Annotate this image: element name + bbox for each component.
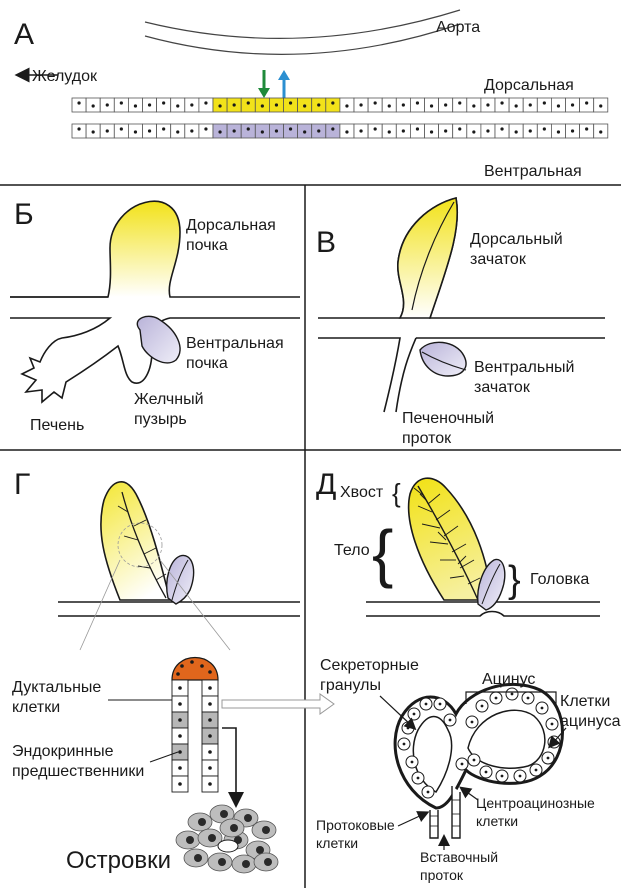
endoderm-cell bbox=[495, 98, 509, 112]
hepatic-duct-label-1: Печеночный bbox=[402, 410, 494, 427]
dorsal-anlage-shape bbox=[398, 198, 457, 318]
acinus-label: Ацинус bbox=[482, 671, 535, 688]
body-label: Тело bbox=[334, 542, 370, 559]
dorsal-bud-label-2: почка bbox=[186, 237, 228, 254]
aorta-label: Аорта bbox=[436, 19, 480, 36]
hepatic-duct-line-1 bbox=[318, 338, 400, 412]
endoderm-cell bbox=[453, 98, 467, 112]
ventral-pancreas-g bbox=[167, 555, 194, 604]
duct-left bbox=[430, 810, 438, 838]
body-brace: { bbox=[372, 517, 393, 589]
dorsal-label: Дорсальная bbox=[484, 77, 574, 94]
centroacinar-label-1: Центроацинозные bbox=[476, 795, 595, 811]
endoderm-cell bbox=[284, 98, 298, 112]
endoderm-cell bbox=[72, 98, 86, 112]
secretory-granules-label-2: гранулы bbox=[320, 677, 381, 694]
ventral-anlage-shape bbox=[420, 342, 466, 376]
head-label: Головка bbox=[530, 571, 589, 588]
ventral-anlage-label-1: Вентральный bbox=[474, 359, 574, 376]
endoderm-cell bbox=[580, 98, 594, 112]
aorta-wall-upper bbox=[145, 10, 460, 38]
intercalated-duct-label-1: Вставочный bbox=[420, 849, 498, 865]
endoderm-cell bbox=[537, 124, 551, 138]
acinar-cells-label-1: Клетки bbox=[560, 693, 610, 710]
panel-d-letter: Д bbox=[316, 468, 336, 501]
panel-a: А Аорта Желудок Дорсальная Вентральная bbox=[14, 10, 608, 180]
tail-brace: { bbox=[392, 478, 401, 508]
dorsal-endoderm-cell-row bbox=[72, 98, 608, 112]
panel-v: В Дорсальный зачаток Вентральный зачаток… bbox=[316, 198, 605, 447]
ventral-bud-label-1: Вентральная bbox=[186, 335, 284, 352]
blue-signal-arrow bbox=[278, 70, 290, 98]
aorta-wall-lower bbox=[145, 24, 460, 54]
green-signal-arrow bbox=[258, 70, 270, 98]
panel-b-letter: Б bbox=[14, 198, 34, 231]
endoderm-cell bbox=[114, 98, 128, 112]
gallbladder-label-1: Желчный bbox=[134, 391, 204, 408]
endoderm-cell bbox=[241, 98, 255, 112]
tail-label: Хвост bbox=[340, 484, 384, 501]
endoderm-cell bbox=[495, 124, 509, 138]
panel-b: Б Дорсальная почка Вентральная почка Жел… bbox=[10, 198, 300, 434]
dorsal-bud-shape bbox=[10, 201, 300, 297]
dorsal-anlage-label-2: зачаток bbox=[470, 251, 527, 268]
endoderm-cell bbox=[453, 124, 467, 138]
secretory-granules-label-1: Секреторные bbox=[320, 657, 419, 674]
endoderm-cell bbox=[199, 124, 213, 138]
ventral-anlage-label-2: зачаток bbox=[474, 379, 531, 396]
ductal-cells-label-1: Дуктальные bbox=[12, 679, 101, 696]
endoderm-cell bbox=[157, 124, 171, 138]
gallbladder-label-2: пузырь bbox=[134, 411, 187, 428]
hollow-arrow-to-acinus bbox=[222, 694, 334, 714]
endoderm-cell bbox=[284, 124, 298, 138]
endoderm-cell bbox=[410, 98, 424, 112]
dorsal-bud-label-1: Дорсальная bbox=[186, 217, 276, 234]
ventral-bud-label-2: почка bbox=[186, 355, 228, 372]
endoderm-cell bbox=[326, 98, 340, 112]
endoderm-cell bbox=[199, 98, 213, 112]
ductal-cells-label-2: клетки bbox=[12, 699, 60, 716]
dorsal-pancreas-g bbox=[101, 482, 170, 600]
endoderm-cell bbox=[537, 98, 551, 112]
endoderm-cell bbox=[114, 124, 128, 138]
dorsal-anlage-label-1: Дорсальный bbox=[470, 231, 563, 248]
panel-g-letter: Г bbox=[14, 468, 30, 501]
hepatic-duct-label-2: проток bbox=[402, 430, 452, 447]
acinar-cells-label-2: ацинуса bbox=[560, 713, 621, 730]
panel-a-letter: А bbox=[14, 18, 34, 51]
hepatic-duct-line-2 bbox=[396, 338, 416, 412]
endoderm-cell bbox=[580, 124, 594, 138]
ventral-bud-shape bbox=[137, 316, 180, 363]
endoderm-cell bbox=[410, 124, 424, 138]
panel-v-letter: В bbox=[316, 226, 336, 259]
panel-g: Г Дуктальные клетки Эндокринные предшест… bbox=[12, 468, 334, 874]
ventral-label: Вентральная bbox=[484, 163, 582, 180]
intercalated-duct-label-2: проток bbox=[420, 867, 464, 883]
endoderm-cell bbox=[72, 124, 86, 138]
duct-cells-label-1: Протоковые bbox=[316, 817, 395, 833]
centroacinar-label-2: клетки bbox=[476, 813, 518, 829]
gut-top-line-v bbox=[318, 198, 605, 318]
endoderm-cell bbox=[368, 124, 382, 138]
differentiation-arrow bbox=[222, 728, 236, 800]
head-brace: } bbox=[508, 559, 521, 601]
islets-label: Островки bbox=[66, 847, 171, 874]
endoderm-cell bbox=[241, 124, 255, 138]
endoderm-cell bbox=[326, 124, 340, 138]
ventral-endoderm-cell-row bbox=[72, 124, 608, 138]
tip-cells-orange bbox=[172, 658, 218, 681]
endoderm-cell bbox=[368, 98, 382, 112]
endocrine-label-2: предшественники bbox=[12, 763, 144, 780]
endocrine-label-1: Эндокринные bbox=[12, 743, 114, 760]
endoderm-cell bbox=[157, 98, 171, 112]
duct-right bbox=[452, 786, 460, 838]
islet-cluster bbox=[176, 805, 278, 873]
stomach-label: Желудок bbox=[32, 68, 98, 85]
panel-d: Д Хвост { Тело { } Головка bbox=[316, 468, 621, 883]
duct-cells-label-2: клетки bbox=[316, 835, 358, 851]
liver-label: Печень bbox=[30, 417, 84, 434]
